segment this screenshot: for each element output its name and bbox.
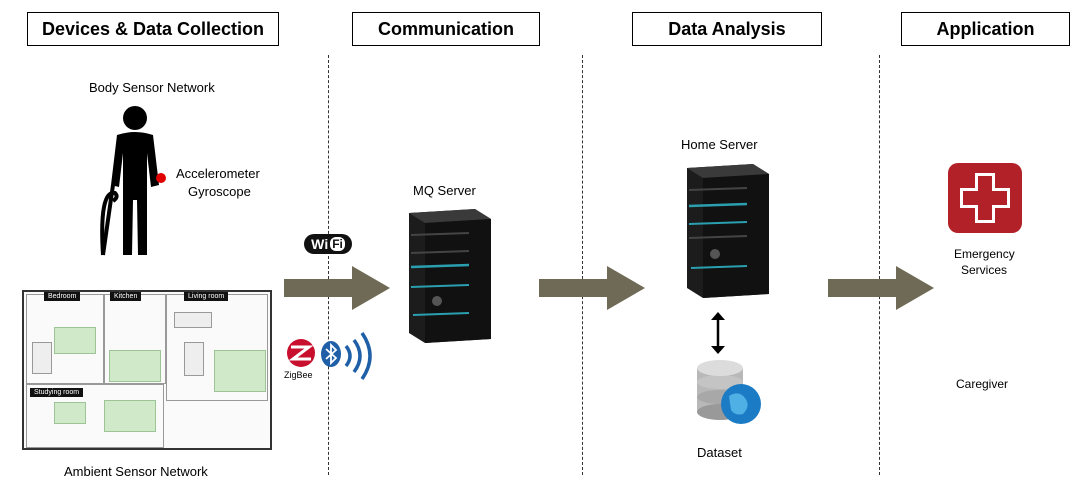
zigbee-logo-icon [287, 339, 315, 367]
wifi-w: W [311, 236, 325, 252]
header-analysis: Data Analysis [632, 12, 822, 46]
home-server-icon [687, 164, 769, 298]
sensor-dot-icon [156, 173, 166, 183]
database-icon [697, 360, 761, 424]
furniture-table [174, 312, 212, 328]
bluetooth-icon [321, 341, 341, 367]
ambient-floor-plan: Bedroom Kitchen Living room Studying roo… [22, 290, 272, 450]
room-studying [26, 384, 164, 448]
furniture-sofa [184, 342, 204, 376]
home-server-label: Home Server [681, 137, 758, 152]
label-kitchen: Kitchen [110, 292, 142, 301]
sensor-zone [109, 350, 161, 382]
sensor-zone [214, 350, 266, 392]
sensor-zone [54, 402, 86, 424]
mq-server-label: MQ Server [413, 183, 476, 198]
arrow-analysis-to-application [828, 266, 934, 310]
sensor-zone [54, 327, 96, 354]
wifi-fi: Fi [330, 237, 345, 251]
signal-waves-icon [344, 332, 372, 380]
caregiver-label: Caregiver [956, 377, 1009, 391]
emergency-services-icon [948, 163, 1022, 233]
divider-2 [582, 55, 583, 475]
emergency-label-line1: Emergency [954, 247, 1015, 261]
divider-1 [328, 55, 329, 475]
accelerometer-label: Accelerometer [176, 166, 260, 181]
arrow-devices-to-communication [284, 266, 390, 310]
furniture-bed [32, 342, 52, 374]
ambient-sensor-network-label: Ambient Sensor Network [64, 464, 208, 479]
mq-server-icon [409, 209, 491, 343]
header-devices: Devices & Data Collection [27, 12, 279, 46]
header-application: Application [901, 12, 1070, 46]
double-arrow-icon [711, 312, 725, 354]
gyroscope-label: Gyroscope [188, 184, 251, 199]
label-living-room: Living room [184, 292, 229, 301]
divider-3 [879, 55, 880, 475]
zigbee-label: ZigBee [284, 370, 313, 380]
elderly-person-icon [100, 106, 166, 256]
label-studying-room: Studying room [30, 388, 84, 397]
wifi-i: i [324, 236, 329, 252]
label-bedroom: Bedroom [44, 292, 81, 301]
dataset-label: Dataset [697, 445, 742, 460]
arrow-communication-to-analysis [539, 266, 645, 310]
body-sensor-network-label: Body Sensor Network [89, 80, 215, 95]
header-communication: Communication [352, 12, 540, 46]
emergency-label-line2: Services [961, 263, 1008, 277]
sensor-zone [104, 400, 156, 432]
